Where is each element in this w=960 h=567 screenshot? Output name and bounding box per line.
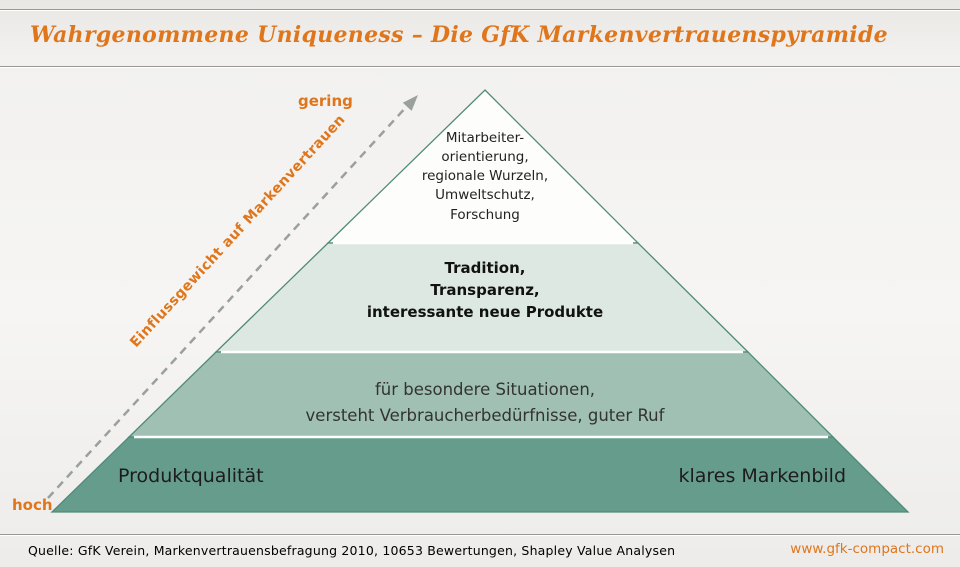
pyramid-layer-upper-middle-text: Tradition, Transparenz, interessante neu… [366, 259, 604, 321]
pyramid-layer-top-text: Mitarbeiter- orientierung, regionale Wur… [421, 130, 549, 223]
title-divider [0, 66, 960, 68]
top-divider [0, 9, 960, 11]
influence-arrow [47, 104, 409, 499]
arrow-bottom-label: hoch [12, 496, 53, 514]
arrow-top-label: gering [298, 92, 353, 110]
footer-divider [0, 534, 960, 536]
pyramid-layer-lower-middle-text: für besondere Situationen, versteht Verb… [305, 380, 665, 426]
influence-arrow-head-icon [402, 95, 418, 111]
source-note: Quelle: GfK Verein, Markenvertrauensbefr… [28, 543, 676, 558]
page-title: Wahrgenommene Uniqueness – Die GfK Marke… [30, 22, 888, 48]
pyramid-base-right-label: klares Markenbild [678, 465, 846, 487]
pyramid-base-left-label: Produktqualität [118, 465, 264, 487]
website-link[interactable]: www.gfk-compact.com [790, 541, 944, 557]
